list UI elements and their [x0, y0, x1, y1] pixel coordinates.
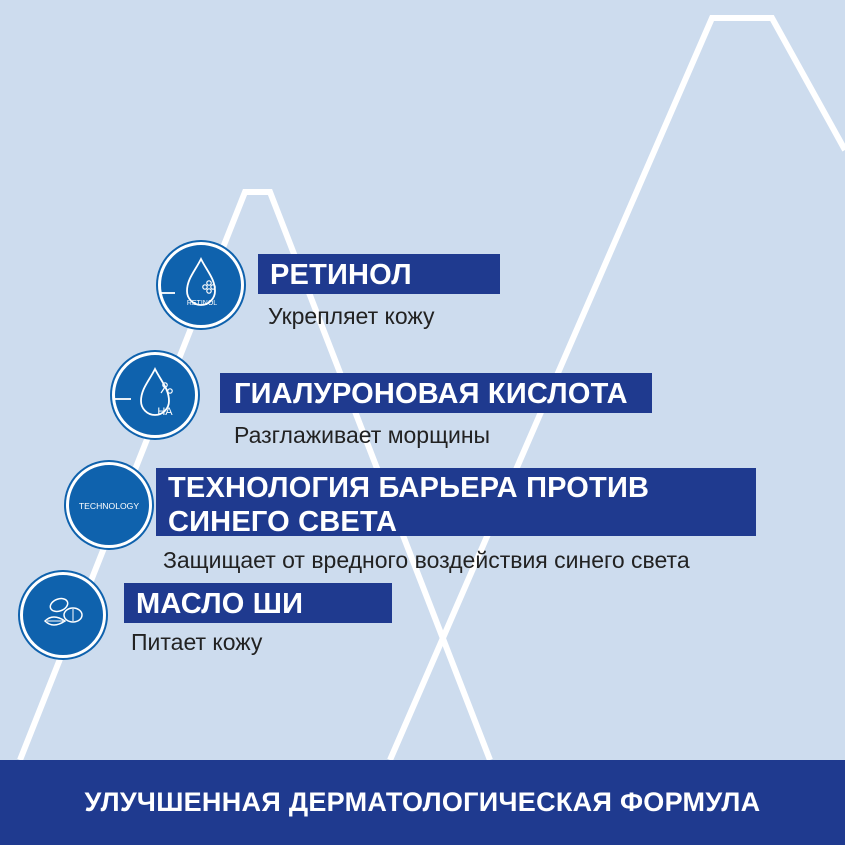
retinol-subtitle: Укрепляет кожу [268, 303, 435, 329]
retinol-icon-label: RETINOL [187, 300, 217, 307]
footer-text: УЛУЧШЕННАЯ ДЕРМАТОЛОГИЧЕСКАЯ ФОРМУЛА [84, 787, 761, 817]
shea-nut-icon [20, 572, 106, 658]
blue-light-subtitle: Защищает от вредного воздействия синего … [163, 547, 690, 573]
shea-subtitle: Питает кожу [131, 629, 263, 655]
ha-icon-label: HA [157, 406, 173, 418]
retinol-drop-icon: RETINOL [158, 242, 244, 328]
hyaluronic-subtitle: Разглаживает морщины [234, 422, 491, 448]
blue-light-title: ТЕХНОЛОГИЯ БАРЬЕРА ПРОТИВ СИНЕГО СВЕТА [156, 468, 756, 538]
hyaluronic-title: ГИАЛУРОНОВАЯ КИСЛОТА [220, 373, 652, 413]
shea-title: МАСЛО ШИ [124, 583, 392, 623]
retinol-title: РЕТИНОЛ [258, 254, 500, 294]
technology-icon-label: TECHNOLOGY [79, 501, 139, 511]
footer-banner: УЛУЧШЕННАЯ ДЕРМАТОЛОГИЧЕСКАЯ ФОРМУЛА [0, 760, 845, 845]
technology-icon: TECHNOLOGY [66, 462, 152, 548]
hyaluronic-drop-icon: HA [112, 352, 198, 438]
